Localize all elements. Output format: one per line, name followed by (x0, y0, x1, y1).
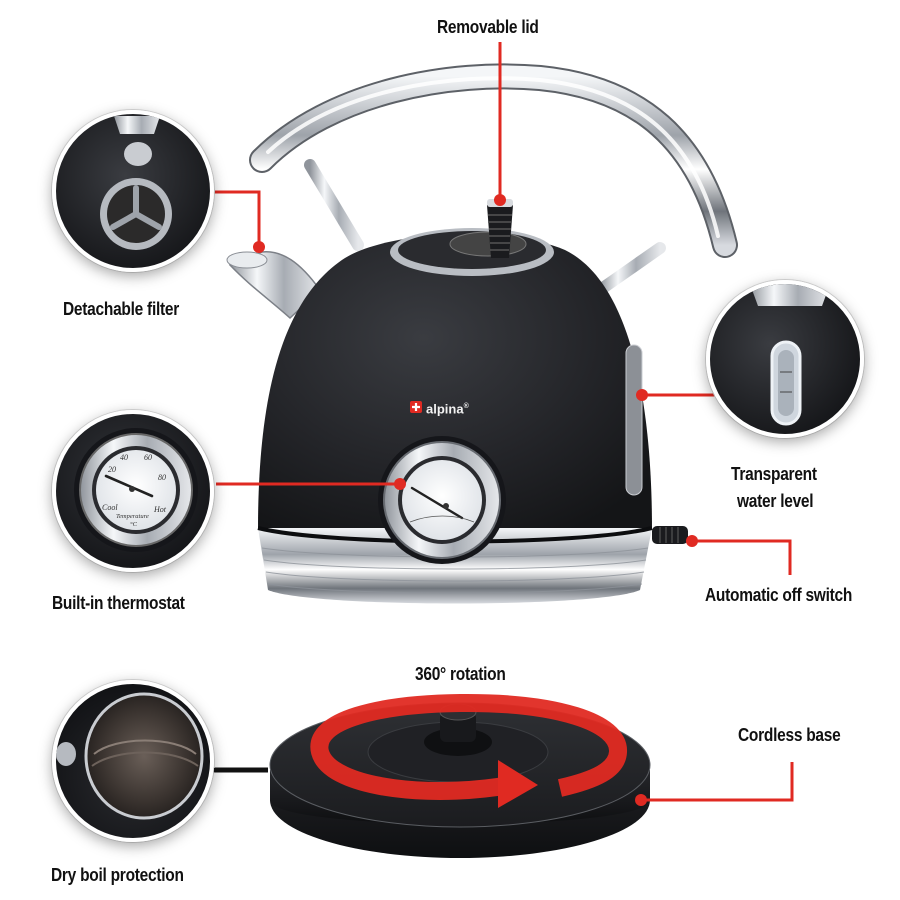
label-cordless-base: Cordless base (738, 725, 841, 745)
water-window-icon (750, 284, 830, 426)
svg-text:60: 60 (144, 453, 152, 462)
svg-text:80: 80 (158, 473, 166, 482)
svg-text:Temperature: Temperature (116, 513, 149, 520)
label-builtin-thermostat: Built-in thermostat (52, 593, 185, 613)
label-detachable-filter: Detachable filter (63, 299, 180, 319)
inset-builtin-thermostat: 20 40 60 80 Cool Hot Temperature °C (52, 410, 214, 572)
registered-mark: ® (463, 403, 469, 410)
label-transparent-line1: Transparent (731, 464, 817, 484)
svg-text:Cool: Cool (102, 503, 118, 512)
thermometer-icon: 20 40 60 80 Cool Hot Temperature °C (74, 428, 198, 552)
filter-icon (100, 116, 172, 250)
inset-dry-boil (52, 680, 214, 842)
inner-pot-icon (56, 692, 204, 820)
label-dry-boil-protection: Dry boil protection (51, 865, 184, 885)
inset-detachable-filter (52, 110, 214, 272)
rotation-arrow (310, 693, 627, 800)
label-automatic-off-switch: Automatic off switch (705, 585, 853, 605)
svg-text:20: 20 (108, 465, 116, 474)
inset-water-level (706, 280, 864, 438)
svg-text:°C: °C (130, 521, 138, 528)
svg-text:Hot: Hot (153, 505, 167, 514)
label-removable-lid: Removable lid (437, 17, 539, 37)
svg-text:40: 40 (120, 453, 128, 462)
label-transparent-line2: water level (737, 491, 814, 511)
brand-logo: alpina® (426, 399, 469, 417)
label-360-rotation: 360° rotation (415, 664, 506, 684)
brand-name: alpina (426, 401, 464, 417)
